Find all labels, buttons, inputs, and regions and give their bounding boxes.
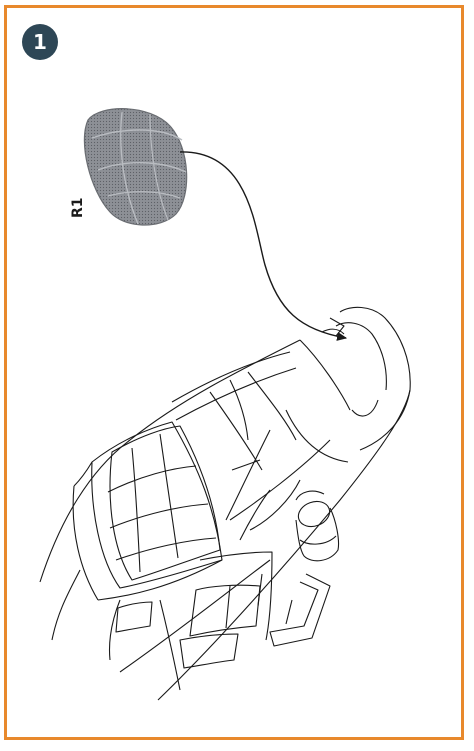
step-number-badge: 1 (22, 24, 58, 60)
resin-part-r1 (83, 108, 188, 226)
placement-arrow (179, 151, 348, 341)
instruction-frame (4, 5, 464, 740)
part-label-r1: R1 (70, 197, 86, 218)
step-number: 1 (33, 30, 47, 54)
cockpit-line-drawing (39, 306, 411, 701)
